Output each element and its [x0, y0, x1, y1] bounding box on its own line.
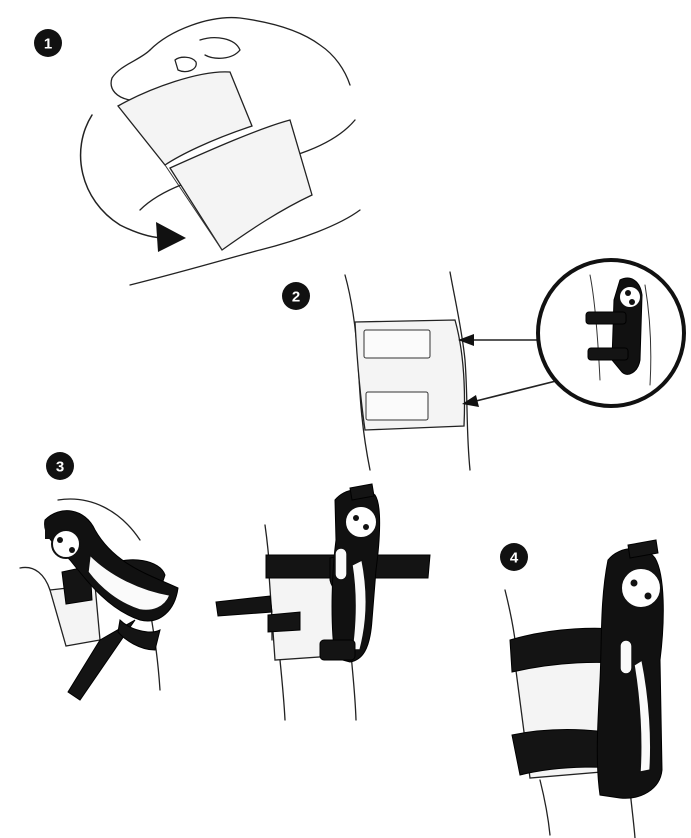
hand-wrapping-pad-icon [81, 18, 360, 285]
step-1-number: 1 [44, 36, 52, 53]
brace-straps-open-icon [216, 484, 430, 720]
step-1-badge: 1 [34, 29, 62, 57]
arrow-head-icon [156, 222, 186, 252]
step-1-group: 1 [34, 18, 360, 285]
brace-fitted-icon [505, 540, 663, 838]
zoom-circle-icon [538, 260, 684, 406]
step-4-number: 4 [510, 550, 519, 567]
pads-on-thigh-icon [345, 272, 470, 470]
step-2-number: 2 [292, 289, 300, 306]
step-3-group: 3 [20, 452, 430, 720]
step-2-group: 2 [282, 260, 684, 470]
brace-attaching-icon [20, 499, 178, 700]
step-4-group: 4 [500, 540, 663, 838]
step-2-badge: 2 [282, 282, 310, 310]
step-3-badge: 3 [46, 452, 74, 480]
step-3-number: 3 [56, 459, 64, 476]
step-4-badge: 4 [500, 543, 528, 571]
